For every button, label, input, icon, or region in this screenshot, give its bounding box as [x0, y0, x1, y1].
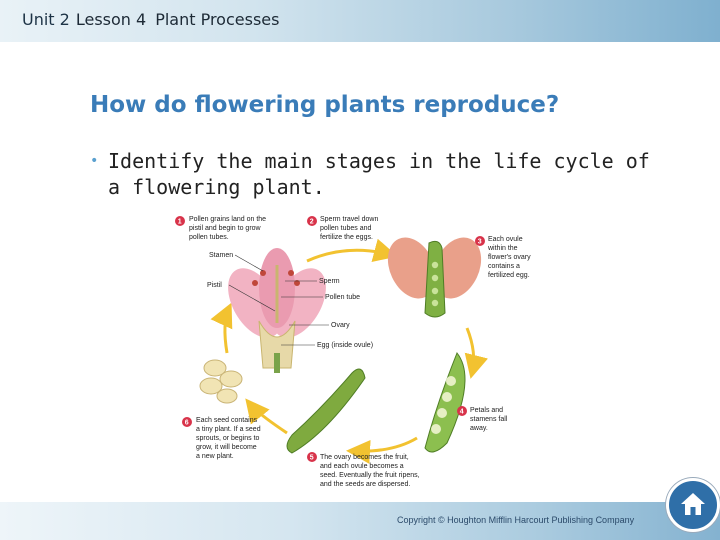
- developing-pod-illustration: [387, 237, 482, 318]
- mature-pod-illustration: [286, 368, 366, 454]
- step-number-2: 2: [307, 216, 317, 226]
- pistil-label: Pistil: [207, 282, 222, 289]
- topic-label: Plant Processes: [155, 10, 280, 29]
- stamen-label: Stamen: [209, 252, 233, 259]
- footer-bar: [0, 502, 720, 540]
- step-5-caption: The ovary becomes the fruit, and each ov…: [320, 454, 422, 488]
- cycle-arrow: [464, 327, 489, 379]
- pollen-tube-label: Pollen tube: [325, 294, 360, 301]
- header-bar: Unit 2 Lesson 4 Plant Processes: [0, 0, 720, 42]
- unit-label: Unit 2: [22, 10, 70, 29]
- step-number-5: 5: [307, 452, 317, 462]
- ovary-label: Ovary: [331, 322, 350, 329]
- step-1-caption: Pollen grains land on the pistil and beg…: [189, 216, 268, 241]
- lesson-label: Lesson 4: [75, 10, 147, 29]
- cycle-arrow: [210, 302, 233, 354]
- sperm-label: Sperm: [319, 278, 340, 285]
- svg-text:6: 6: [185, 420, 189, 427]
- cycle-arrow: [306, 238, 398, 263]
- flower-illustration: [228, 248, 326, 373]
- bullet-text: Identify the main stages in the life cyc…: [108, 149, 650, 199]
- step-3-caption: Each ovule within the flower's ovary con…: [487, 236, 533, 279]
- step-number-6: 6: [182, 417, 192, 427]
- header-title: Unit 2 Lesson 4 Plant Processes: [22, 10, 279, 29]
- svg-text:4: 4: [460, 409, 464, 416]
- step-number-3: 3: [475, 236, 485, 246]
- home-icon: [681, 493, 705, 515]
- home-button[interactable]: [666, 478, 720, 532]
- seeds-illustration: [199, 359, 243, 404]
- life-cycle-figure: 1 2 3 4 5 6 Pollen grains land on the pi…: [167, 203, 547, 499]
- step-4-caption: Petals and stamens fall away.: [470, 407, 509, 432]
- svg-text:5: 5: [310, 455, 314, 462]
- slide-title: How do flowering plants reproduce?: [90, 92, 560, 118]
- svg-text:1: 1: [178, 219, 182, 226]
- step-2-caption: Sperm travel down pollen tubes and ferti…: [320, 216, 380, 241]
- bullet-item: • Identify the main stages in the life c…: [90, 148, 650, 200]
- step-number-4: 4: [457, 406, 467, 416]
- open-pod-illustration: [424, 352, 466, 453]
- copyright-text: Copyright © Houghton Mifflin Harcourt Pu…: [397, 515, 635, 525]
- cycle-arrow: [346, 436, 418, 464]
- cycle-arrow: [245, 398, 288, 435]
- life-cycle-diagram: 1 2 3 4 5 6 Pollen grains land on the pi…: [175, 216, 533, 488]
- svg-text:3: 3: [478, 239, 482, 246]
- svg-text:2: 2: [310, 219, 314, 226]
- egg-label: Egg (inside ovule): [317, 342, 373, 349]
- bullet-marker: •: [90, 153, 99, 169]
- step-number-1: 1: [175, 216, 185, 226]
- step-6-caption: Each seed contains a tiny plant. If a se…: [196, 417, 263, 460]
